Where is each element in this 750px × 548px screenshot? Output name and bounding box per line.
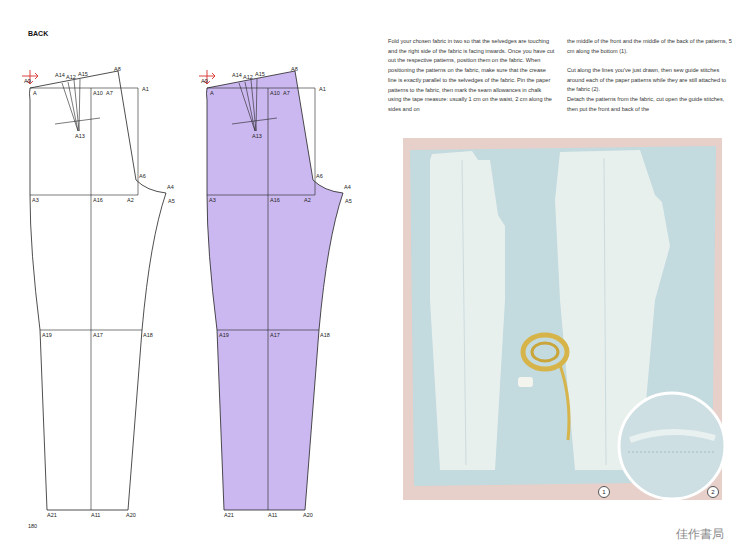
callout-circle: 2 <box>707 486 719 498</box>
point-label: A17 <box>270 332 280 338</box>
point-label: A20 <box>126 512 136 518</box>
point-label: A2 <box>127 197 134 203</box>
point-label: A6 <box>139 173 146 179</box>
point-label: A20 <box>303 512 313 518</box>
point-label: A15 <box>78 71 88 77</box>
point-label: A10 <box>93 90 103 96</box>
point-label: A16 <box>93 197 103 203</box>
point-label: A12 <box>66 74 76 80</box>
point-label: A8 <box>291 66 298 72</box>
point-label: A18 <box>320 332 330 338</box>
point-label: A18 <box>143 332 153 338</box>
point-label: A1 <box>319 86 326 92</box>
point-label: A5 <box>168 198 175 204</box>
point-label: A13 <box>75 133 85 139</box>
point-label: A21 <box>47 512 57 518</box>
page-title: BACK <box>28 30 48 38</box>
body-paragraph: the middle of the front and the middle o… <box>567 37 735 56</box>
point-label: A14 <box>232 72 242 78</box>
point-label: A <box>210 90 214 96</box>
point-label: A17 <box>93 332 103 338</box>
point-label: A15 <box>255 71 265 77</box>
point-label: A2 <box>304 197 311 203</box>
pattern-fill <box>207 71 344 510</box>
point-label: A4 <box>167 184 174 190</box>
point-label: A16 <box>270 197 280 203</box>
point-label: A6 <box>316 173 323 179</box>
body-paragraph: Cut along the lines you've just drawn, t… <box>567 66 735 95</box>
point-label: A11 <box>268 512 277 518</box>
point-label: A4 <box>344 184 351 190</box>
page-number: 180 <box>28 523 37 529</box>
point-label: A21 <box>224 512 234 518</box>
point-label: A11 <box>91 512 100 518</box>
callout-number: 1 <box>602 489 605 495</box>
point-label: A13 <box>252 133 262 139</box>
point-label: A <box>33 90 37 96</box>
point-label: A3 <box>32 197 39 203</box>
point-label: A12 <box>243 74 253 80</box>
body-paragraph: Detach the patterns from the fabric, cut… <box>567 95 735 114</box>
callout-circle: 1 <box>598 486 610 498</box>
callout-number: 2 <box>711 489 714 495</box>
point-label: A14 <box>55 72 65 78</box>
point-label: A9 <box>201 78 208 84</box>
point-label: A3 <box>209 197 216 203</box>
point-label: A1 <box>142 86 149 92</box>
point-label: A9 <box>24 78 31 84</box>
body-paragraph: Fold your chosen fabric in two so that t… <box>388 37 556 115</box>
point-label: A19 <box>219 332 229 338</box>
point-label: A19 <box>42 332 52 338</box>
point-label: A5 <box>345 198 352 204</box>
point-label: A7 <box>106 90 113 96</box>
pattern-draft <box>199 70 343 510</box>
watermark: 佳作書局 <box>676 528 724 541</box>
point-label: A7 <box>283 90 290 96</box>
photo <box>403 138 725 500</box>
point-label: A8 <box>114 66 121 72</box>
point-label: A10 <box>270 90 280 96</box>
pattern-draft <box>22 70 166 510</box>
